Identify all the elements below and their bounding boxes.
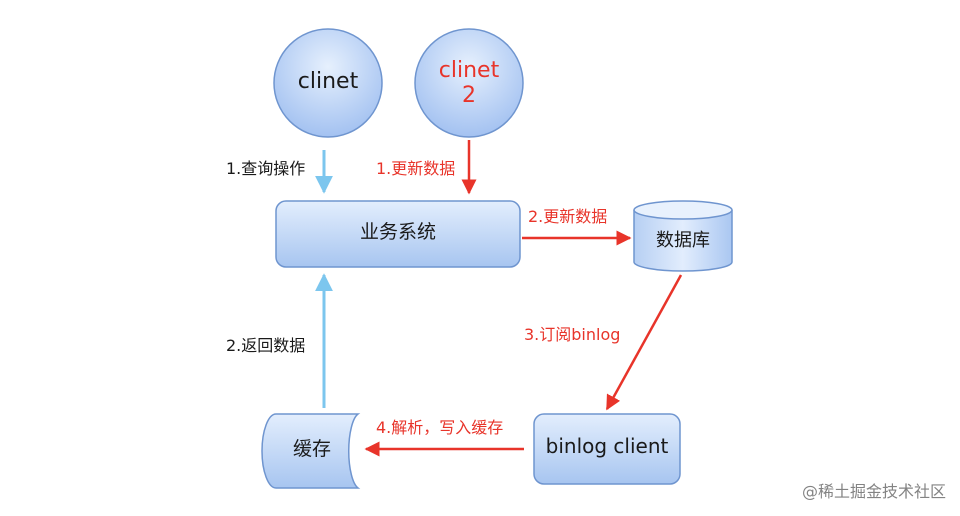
business-system-box — [275, 200, 521, 268]
edge-label-query: 1.查询操作 — [226, 159, 306, 178]
client2-label-line2: 2 — [462, 83, 476, 109]
database-cylinder — [633, 200, 733, 272]
business-system-label: 业务系统 — [359, 221, 436, 243]
watermark-text: @稀土掘金技术社区 — [801, 482, 946, 501]
edge-label-subscribe-binlog: 3.订阅binlog — [524, 325, 621, 344]
cache-label: 缓存 — [292, 438, 331, 460]
edge-label-update-2: 2.更新数据 — [528, 207, 608, 226]
cache-shape — [261, 413, 361, 489]
arrow-database-to-binlog — [605, 274, 683, 411]
edge-label-update-1: 1.更新数据 — [376, 159, 456, 178]
binlog-client-label: binlog client — [545, 434, 669, 458]
edge-label-parse-write: 4.解析，写入缓存 — [376, 418, 504, 437]
client1-label: clinet — [297, 69, 359, 94]
binlog-client-box — [533, 413, 681, 485]
client1-circle — [273, 28, 383, 138]
database-label: 数据库 — [656, 230, 710, 251]
client2-label: clinet 2 — [419, 58, 519, 109]
client2-label-line1: clinet — [438, 58, 500, 83]
edge-label-return: 2.返回数据 — [226, 336, 306, 355]
client2-circle — [414, 28, 524, 138]
